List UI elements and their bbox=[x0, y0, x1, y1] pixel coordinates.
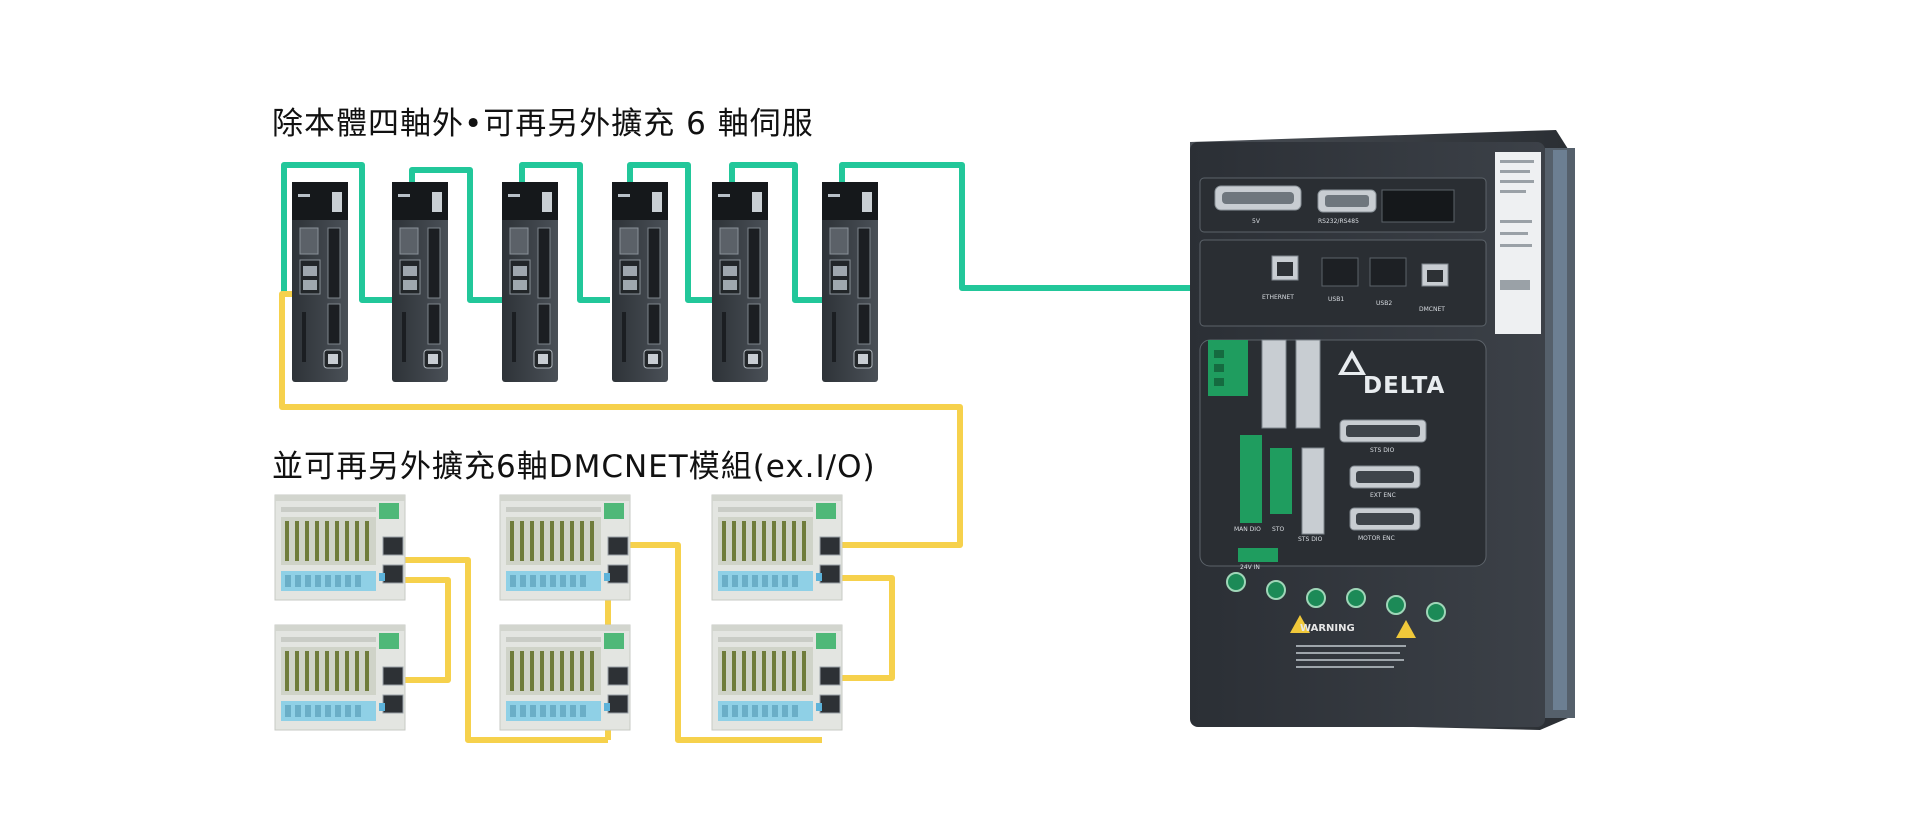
servo-expansion-caption: 除本體四軸外•可再另外擴充 6 軸伺服 bbox=[272, 106, 814, 142]
port-label-rs232: RS232/RS485 bbox=[1318, 218, 1359, 225]
servo-drive-icon bbox=[501, 181, 559, 383]
servo-drive-icon bbox=[711, 181, 769, 383]
port-label-sto: STO bbox=[1272, 526, 1285, 533]
io-module-icon bbox=[499, 624, 631, 731]
controller-warning-label: WARNING bbox=[1300, 623, 1355, 634]
io-module-icon bbox=[711, 494, 843, 601]
io-module-icon bbox=[274, 624, 406, 731]
servo-drive-icon bbox=[611, 181, 669, 383]
port-label-usb2: USB2 bbox=[1376, 300, 1393, 307]
port-label-ext-enc: EXT ENC bbox=[1370, 492, 1396, 499]
io-link-d bbox=[396, 557, 608, 743]
io-module-icon bbox=[499, 494, 631, 601]
io-module-icon bbox=[274, 494, 406, 601]
io-trunk-link bbox=[279, 291, 963, 548]
io-link-b bbox=[608, 542, 822, 743]
port-label-motor-enc: MOTOR ENC bbox=[1358, 535, 1395, 542]
port-label-ethernet: ETHERNET bbox=[1262, 294, 1294, 301]
io-expansion-caption: 並可再另外擴充6軸DMCNET模組(ex.I/O) bbox=[272, 449, 876, 485]
port-label-sts-dio-2: STS DIO bbox=[1298, 536, 1323, 543]
servo-drive-icon bbox=[821, 181, 879, 383]
port-label-man-dio: MAN DIO bbox=[1234, 526, 1261, 533]
port-label-5v: 5V bbox=[1252, 218, 1260, 225]
port-label-24v-in: 24V IN bbox=[1240, 564, 1260, 571]
port-label-usb1: USB1 bbox=[1328, 296, 1345, 303]
port-label-dmcnet: DMCNET bbox=[1419, 306, 1445, 313]
io-link-a bbox=[822, 575, 895, 681]
servo-drive-icon bbox=[391, 181, 449, 383]
io-link-e bbox=[396, 577, 451, 683]
controller-brand-logo: DELTA bbox=[1363, 373, 1446, 399]
motion-controller-icon bbox=[1190, 130, 1575, 730]
io-module-icon bbox=[711, 624, 843, 731]
port-label-sts-dio: STS DIO bbox=[1370, 447, 1395, 454]
servo-drive-icon bbox=[291, 181, 349, 383]
servo-link-1 bbox=[281, 162, 392, 303]
